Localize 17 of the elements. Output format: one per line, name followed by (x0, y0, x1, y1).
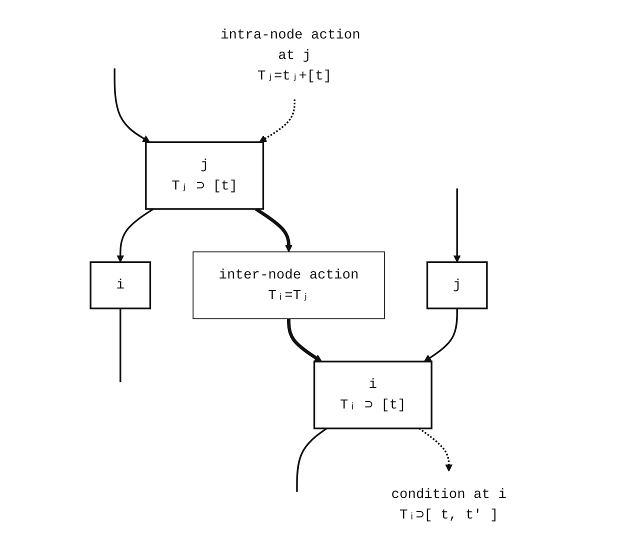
arrow (255, 208, 293, 252)
node-box: i Tᵢ ⊃ [t] (314, 360, 433, 430)
arrow (454, 188, 462, 262)
arrow (117, 208, 154, 262)
arrow (288, 318, 322, 362)
connector (120, 308, 122, 382)
connector (296, 428, 328, 492)
arrow (260, 99, 296, 142)
node-box: j (426, 261, 488, 310)
node-box: inter-node action Tᵢ=Tⱼ (193, 251, 386, 320)
node-text: condition at i Tᵢ⊃[ t, t' ] (392, 486, 507, 523)
node-text: intra-node action at j Tⱼ=tⱼ+[t] (220, 27, 361, 84)
node-box: i (90, 261, 152, 310)
node-box: j Tⱼ ⊃ [t] (146, 141, 265, 210)
arrow (114, 68, 151, 142)
arrow (424, 308, 458, 362)
arrow (419, 428, 454, 472)
